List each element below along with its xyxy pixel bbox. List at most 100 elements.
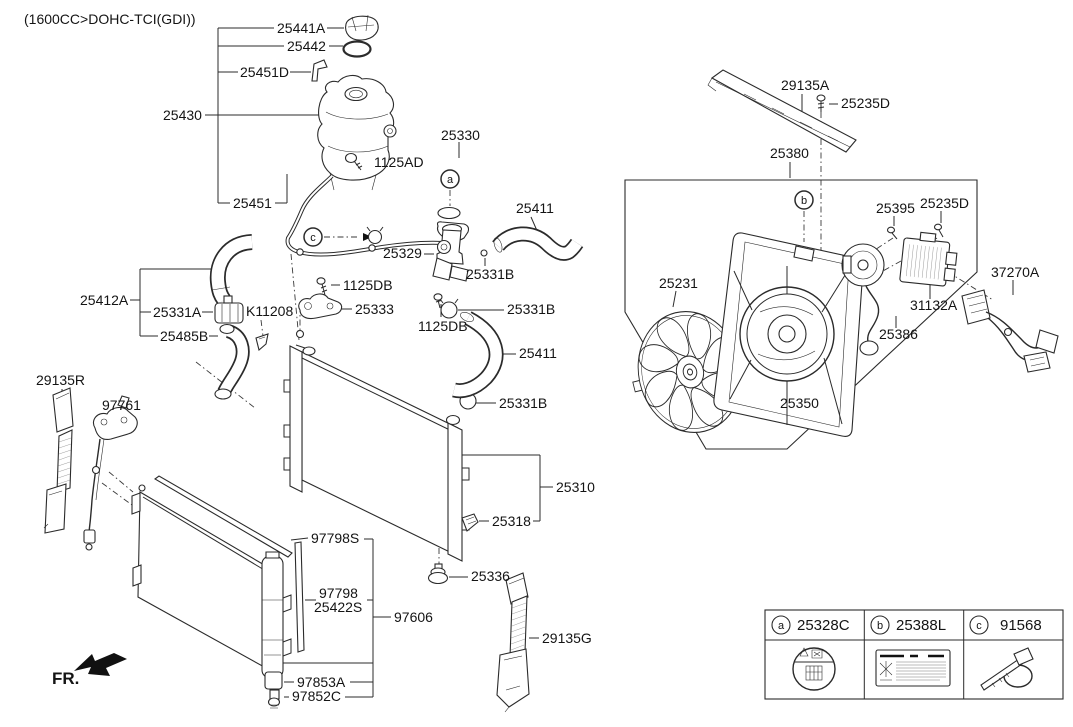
fan-shroud-drawing xyxy=(713,232,864,437)
part-label-25485B: 25485B xyxy=(160,328,208,344)
mounting-bracket-97761-drawing xyxy=(83,395,138,551)
upper-hose-drawing xyxy=(492,226,584,261)
legend-part-25328C: 25328C xyxy=(797,617,850,634)
part-label-25442: 25442 xyxy=(287,38,326,54)
part-label-25331B-3: 25331B xyxy=(499,395,547,411)
receiver-drier-drawing xyxy=(261,555,284,679)
fr-arrow-icon xyxy=(74,653,127,676)
part-label-25422S: 25422S xyxy=(314,599,362,615)
seal-strip-97798-drawing xyxy=(294,541,305,653)
plug-97852C-icon xyxy=(267,689,281,709)
wiring-harness-drawing xyxy=(961,289,1059,373)
callout-b: b xyxy=(801,195,807,207)
wire-connector-25386-icon xyxy=(859,340,879,356)
cable-tie-icon xyxy=(980,647,1034,691)
callout-c-arrowhead xyxy=(363,233,372,241)
mount-25318-icon xyxy=(461,513,479,532)
part-label-25331A: 25331A xyxy=(153,304,202,320)
legend-cell-a: a 25328C xyxy=(771,615,850,691)
fan-assembly-box xyxy=(624,179,978,450)
legend-cell-c: c 91568 xyxy=(969,615,1042,691)
part-label-K11208: K11208 xyxy=(246,303,293,319)
screw-icons-right xyxy=(886,223,944,240)
callout-c: c xyxy=(310,232,316,244)
part-label-25441A: 25441A xyxy=(277,20,326,36)
legend-callout-c: c xyxy=(976,620,982,632)
reservoir-tank-drawing xyxy=(311,14,397,191)
fan-controller-drawing xyxy=(899,231,958,287)
part-label-97798S: 97798S xyxy=(311,530,359,546)
callout-a: a xyxy=(447,174,454,186)
shield-plank-29135A-drawing xyxy=(707,69,857,153)
radiator-drawing xyxy=(283,329,479,585)
hose-clamp-icon xyxy=(366,226,384,245)
part-label-25333: 25333 xyxy=(355,301,394,317)
part-label-25451: 25451 xyxy=(233,195,272,211)
water-inlet-fitting-drawing xyxy=(432,223,488,282)
part-label-25430: 25430 xyxy=(163,107,202,123)
legend-callout-a: a xyxy=(778,620,785,632)
screw-25235D-top-icon xyxy=(816,94,826,102)
part-label-25411-lower: 25411 xyxy=(519,345,557,361)
legend-callout-b: b xyxy=(877,620,883,632)
part-label-97798: 97798 xyxy=(319,585,358,601)
overflow-tube-drawing xyxy=(285,174,445,257)
part-label-97853A: 97853A xyxy=(297,674,346,690)
part-label-25318: 25318 xyxy=(492,513,531,529)
lower-hose-drawing xyxy=(209,234,253,305)
part-label-97761: 97761 xyxy=(102,397,141,413)
part-label-25386: 25386 xyxy=(879,326,918,342)
part-label-29135R: 29135R xyxy=(36,372,85,388)
callout-markers: a c b xyxy=(303,169,814,247)
part-label-25330: 25330 xyxy=(441,127,480,143)
part-label-25235D-top: 25235D xyxy=(841,95,890,111)
part-label-25412A: 25412A xyxy=(80,292,129,308)
part-label-97852C: 97852C xyxy=(292,688,341,704)
part-label-25350: 25350 xyxy=(780,395,819,411)
part-label-25310: 25310 xyxy=(556,479,595,495)
diagram-title: (1600CC>DOHC-TCI(GDI)) xyxy=(24,11,196,27)
part-label-25331B-2: 25331B xyxy=(507,301,555,317)
part-label-25231: 25231 xyxy=(659,275,698,291)
radiator-cap-warning-icon xyxy=(792,647,836,691)
part-label-25380: 25380 xyxy=(770,145,809,161)
part-label-25331B-1: 25331B xyxy=(466,266,514,282)
air-guard-right-drawing xyxy=(496,572,530,713)
legend-cell-b: b 25388L xyxy=(870,615,951,687)
insulator-25485B-drawing xyxy=(214,323,250,400)
part-label-25235D-right: 25235D xyxy=(920,195,969,211)
part-label-29135A: 29135A xyxy=(781,77,830,93)
drain-plug-25336-icon xyxy=(427,563,449,585)
caution-label-icon xyxy=(875,649,951,687)
air-deflector-left-drawing xyxy=(43,387,74,534)
clamp-bolt-icon xyxy=(480,249,488,257)
part-labels: (1600CC>DOHC-TCI(GDI)) 25441A 25442 2545… xyxy=(24,11,1040,704)
part-label-1125AD: 1125AD xyxy=(374,154,424,170)
part-label-25411-upper: 25411 xyxy=(516,200,554,216)
fitting-97853A-icon xyxy=(264,671,283,690)
bracket-25333-drawing xyxy=(298,293,343,320)
part-label-37270A: 37270A xyxy=(991,264,1040,280)
bolt-1125DB-icons xyxy=(316,277,443,309)
part-label-25336: 25336 xyxy=(471,568,510,584)
part-label-25395: 25395 xyxy=(876,200,915,216)
bolt-1125AD-icon xyxy=(344,152,358,164)
seal-strip-97798S-drawing xyxy=(154,475,293,558)
part-label-97606: 97606 xyxy=(394,609,433,625)
front-direction-marker: FR. xyxy=(52,653,127,688)
lower-hose-25411-drawing xyxy=(452,311,504,399)
fan-motor-drawing xyxy=(841,243,885,356)
legend-table: a 25328C b 25388L c 91568 xyxy=(764,609,1064,700)
part-label-1125DB-1: 1125DB xyxy=(343,277,393,293)
legend-part-25388L: 25388L xyxy=(896,617,946,634)
part-label-31132A: 31132A xyxy=(910,297,958,313)
part-label-25329: 25329 xyxy=(383,245,422,261)
clip-K11208-drawing xyxy=(255,333,269,351)
part-label-25451D: 25451D xyxy=(240,64,289,80)
legend-part-91568: 91568 xyxy=(1000,617,1042,634)
part-label-1125DB-2: 1125DB xyxy=(418,318,468,334)
front-marker-label: FR. xyxy=(52,669,79,688)
clamp-25331A-drawing xyxy=(214,295,244,324)
